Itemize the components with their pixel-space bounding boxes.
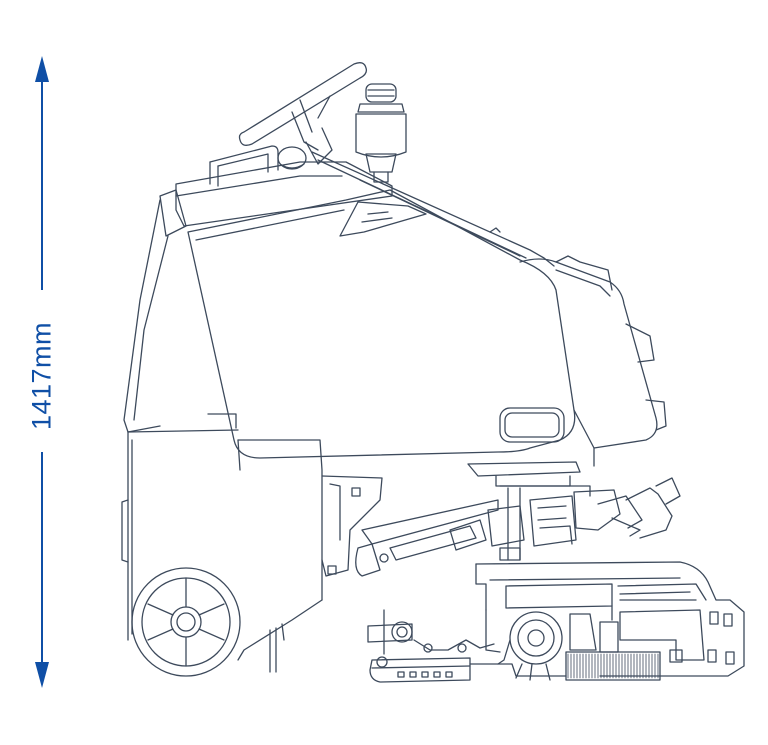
height-dimension-label: 1417mm xyxy=(26,321,57,431)
lift-column xyxy=(321,461,591,577)
squeegee-blade xyxy=(367,609,495,683)
brush-drum xyxy=(497,611,563,681)
main-hood xyxy=(187,189,576,459)
steering-wheel xyxy=(238,62,368,165)
carry-handle xyxy=(209,145,279,187)
rear-wheel xyxy=(131,567,241,677)
brush-deck xyxy=(475,561,745,677)
arrow-down-icon xyxy=(35,662,49,688)
arrow-up-icon xyxy=(35,56,49,82)
top-rail xyxy=(311,151,555,267)
height-dimension xyxy=(35,56,49,688)
squeegee-arm xyxy=(355,495,577,577)
side-brush xyxy=(565,613,661,681)
air-vent xyxy=(339,201,427,237)
top-cover xyxy=(159,161,393,237)
machine-outline xyxy=(121,62,745,683)
front-hood xyxy=(519,255,667,467)
lower-body xyxy=(121,199,323,673)
rotary-knob xyxy=(355,83,407,183)
front-actuator xyxy=(573,477,681,539)
